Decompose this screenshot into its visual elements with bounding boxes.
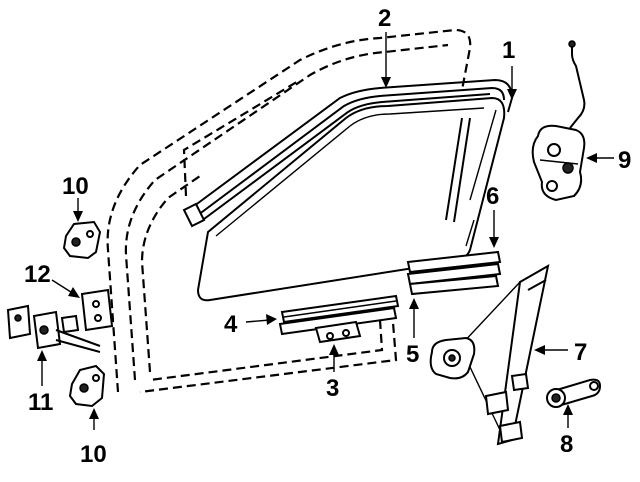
part-3-channel-bracket xyxy=(314,320,362,344)
callout-2: 2 xyxy=(378,5,391,32)
callout-1: 1 xyxy=(502,37,515,64)
callout-9: 9 xyxy=(618,147,631,174)
callout-3: 3 xyxy=(326,375,339,402)
part-9-door-lock xyxy=(531,40,586,202)
callout-12: 12 xyxy=(24,261,51,288)
callout-labels: 1 2 3 4 5 6 7 8 9 10 10 11 12 xyxy=(24,5,631,468)
part-1-door-glass xyxy=(196,96,506,302)
part-11-door-check xyxy=(6,304,101,353)
callout-8: 8 xyxy=(560,431,573,458)
callout-5: 5 xyxy=(406,341,419,368)
part-8-window-crank xyxy=(546,378,602,408)
part-12-hinge-plate xyxy=(80,288,114,332)
part-4-glass-channel xyxy=(278,294,400,336)
part-10-upper-hinge xyxy=(62,220,102,260)
part-10-lower-hinge xyxy=(68,364,106,408)
leader-lines xyxy=(37,32,614,430)
door-shell xyxy=(106,28,472,394)
callout-11: 11 xyxy=(28,389,53,416)
part-7-window-regulator xyxy=(429,264,550,446)
callout-10-bottom: 10 xyxy=(80,441,107,468)
callout-6: 6 xyxy=(486,183,499,210)
callout-4: 4 xyxy=(224,311,238,338)
callout-7: 7 xyxy=(574,339,587,366)
callout-10-top: 10 xyxy=(62,173,89,200)
part-5-6-rear-channels xyxy=(406,250,502,296)
